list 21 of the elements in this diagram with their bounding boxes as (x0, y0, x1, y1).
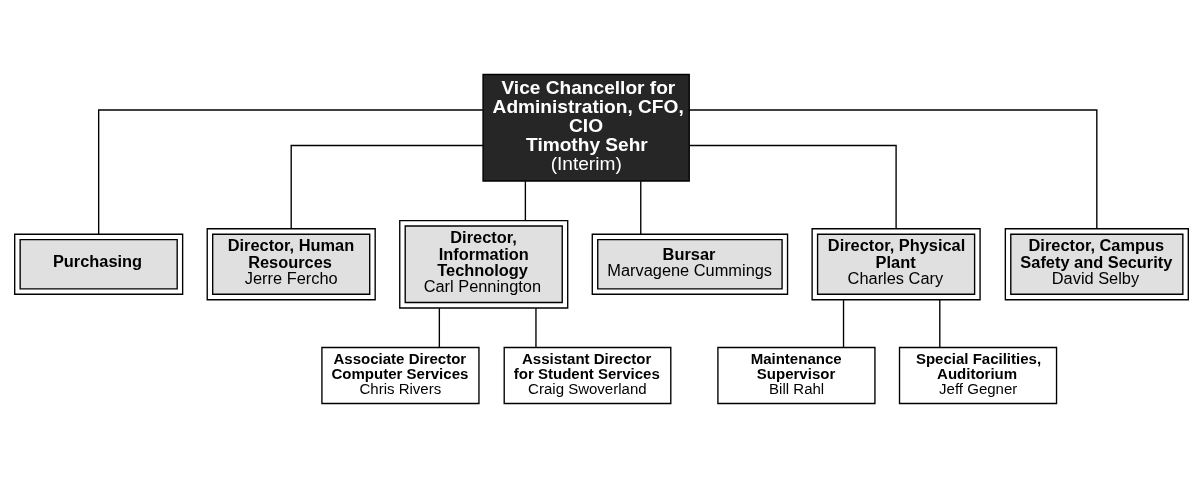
connector (640, 180, 642, 235)
node-box: Associate Director Computer Services Chris Rivers (321, 346, 480, 404)
connector (939, 298, 941, 348)
node-box: Maintenance Supervisor Bill Rahl (717, 346, 876, 404)
node-box: Director, Human Resources Jerre Fercho (206, 227, 376, 300)
node-box: Director, Physical Plant Charles Cary (811, 227, 981, 300)
node-box: Bursar Marvagene Cummings (591, 233, 789, 295)
node-box: Vice Chancellor for Administration, CFO, CIO Timothy Sehr (Interim) (482, 73, 690, 182)
connector (290, 144, 484, 229)
connector (98, 108, 484, 235)
connector (524, 180, 527, 221)
node-box: Assistant Director for Student Services Craig Swoverland (503, 346, 672, 404)
node-box: Special Facilities, Auditorium Jeff Gegner (898, 346, 1058, 404)
node-box: Director, Information Technology Carl Pennington (399, 219, 569, 309)
connector (842, 298, 845, 348)
node-box: Purchasing (14, 233, 184, 295)
connector (535, 307, 537, 348)
connector (688, 144, 897, 229)
node-box: Director, Campus Safety and Security David Selby (1004, 227, 1189, 300)
connector (688, 108, 1098, 229)
connector (438, 307, 441, 348)
